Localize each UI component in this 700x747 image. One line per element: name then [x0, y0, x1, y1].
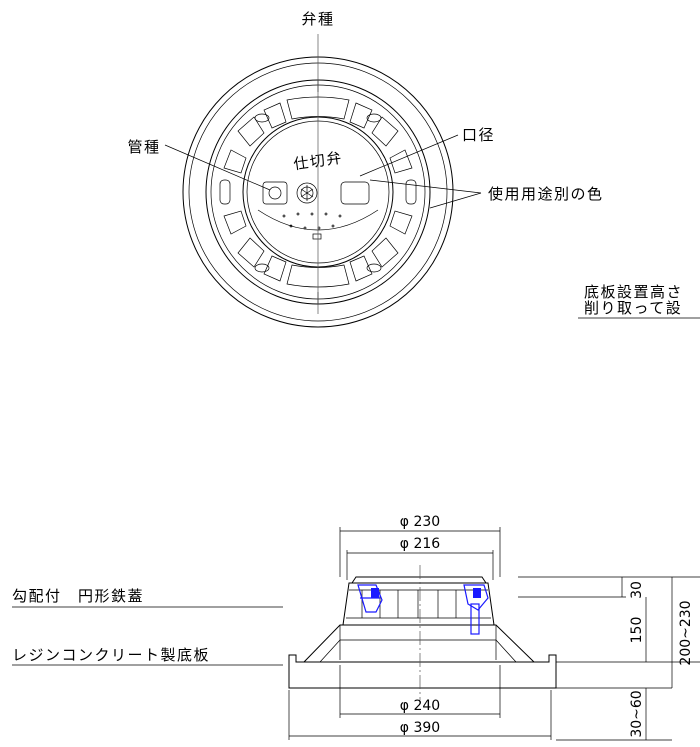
blue-hardware-right	[463, 584, 489, 635]
pipe-type-label: 管種	[127, 138, 160, 156]
lid-top	[351, 576, 487, 584]
caliber-plate	[340, 181, 370, 205]
dim-230: φ 230	[400, 514, 440, 530]
usage-color-label: 使用用途別の色	[488, 185, 604, 203]
box-upper	[342, 582, 495, 626]
dim-h200-230: 200~230	[678, 600, 694, 665]
note-line-2: 削り取って設	[584, 299, 682, 317]
base-label: レジンコンクリート製底板	[12, 646, 210, 664]
dim-390: φ 390	[400, 720, 440, 736]
center-emblem	[296, 182, 318, 204]
section-view: 勾配付 円形鉄蓋 レジンコンクリート製底板	[12, 514, 700, 741]
caliber-leader	[359, 134, 459, 177]
dim-h30-60: 30~60	[629, 690, 645, 737]
valve-type-label: 弁種	[301, 10, 334, 28]
blue-hardware-left	[357, 584, 383, 613]
box-inner-walls	[339, 625, 497, 660]
lid-dots	[282, 212, 342, 240]
dim-h30: 30	[629, 581, 645, 599]
pipe-type-leader	[164, 144, 271, 191]
rib-segments	[219, 80, 417, 304]
internal-ribs	[346, 589, 491, 619]
pipe-type-plate	[262, 181, 288, 205]
caliber-label: 口径	[462, 126, 495, 144]
dim-240: φ 240	[400, 698, 440, 714]
box-body-outer	[303, 624, 535, 663]
top-view: 仕切弁 弁種 管種 口径 使用用途別の色	[127, 10, 700, 328]
usage-color-leader-2	[429, 192, 482, 209]
dim-h150: 150	[629, 617, 645, 644]
pipe-type-mark	[268, 186, 282, 200]
cover-label: 勾配付 円形鉄蓋	[12, 587, 144, 605]
base-plate	[288, 654, 557, 689]
dim-216: φ 216	[400, 536, 441, 552]
note-line-1: 底板設置高さ	[584, 283, 683, 301]
usage-color-leader-1	[369, 179, 482, 194]
